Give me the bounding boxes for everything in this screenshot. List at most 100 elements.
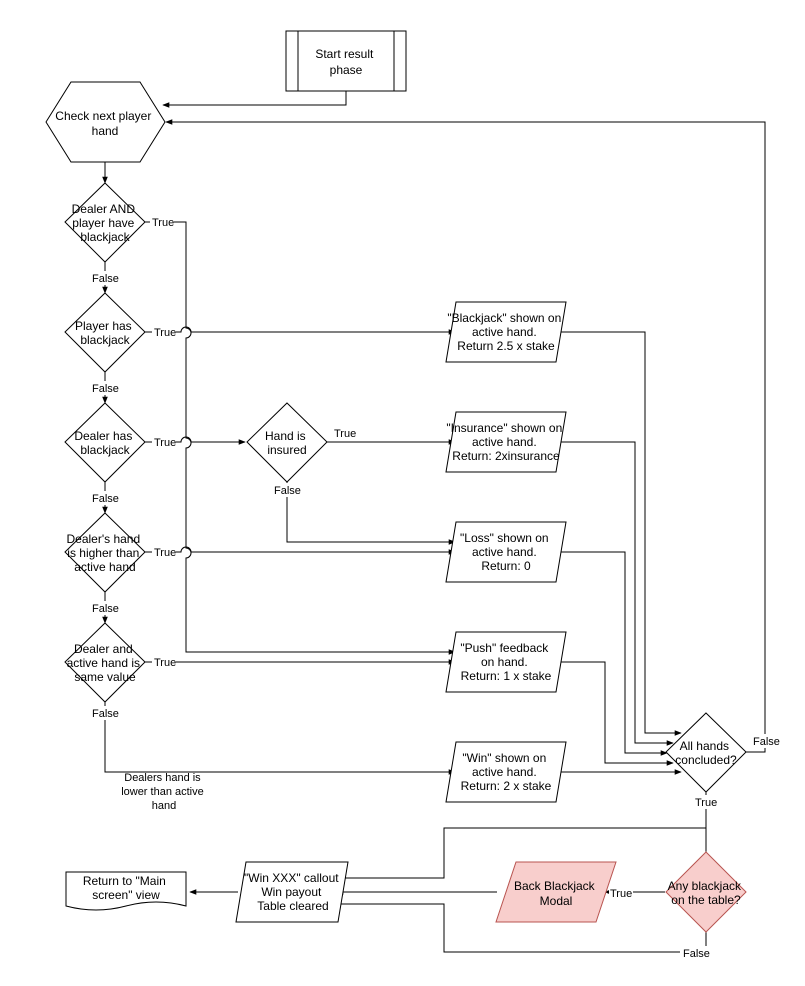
edge-any-false-to-callout [330, 901, 707, 953]
pb-true-label: True [154, 327, 176, 339]
dp-true-label: True [152, 217, 174, 229]
same-value-decision: Dealer and active hand is same value [64, 622, 146, 703]
svg-text:Return to "Main screen": Return to "Main screen" view [83, 874, 169, 902]
win-callout-node: "Win XXX" callout Win payout Table clear… [235, 861, 349, 923]
insurance-output: "Insurance" shown on active hand. Return… [445, 411, 567, 473]
edge-labels: True False True False True False True Fa… [90, 215, 781, 960]
any-blackjack-decision: Any blackjack on the table? [665, 851, 747, 933]
all-false-label: False [753, 736, 780, 748]
edge-insured-false [286, 482, 456, 545]
win-line-2: active hand. [472, 765, 537, 779]
dh-line-1: Dealer's hand [66, 532, 140, 546]
win-line-1: "Win" shown on [462, 751, 546, 765]
dh-false-label: False [92, 603, 119, 615]
db-line-1: Dealer has [74, 429, 132, 443]
check-hand-line-2: hand [92, 124, 119, 138]
svg-text:"Insurance" shown on act: "Insurance" shown on active hand. Return… [446, 421, 565, 463]
sv-line-1: Dealer and [74, 642, 133, 656]
svg-text:All hands concluded?: All hands concluded? [675, 739, 737, 767]
pb-line-1: Player has [75, 319, 132, 333]
svg-text:Dealer AND player have: Dealer AND player have blackjack [72, 202, 139, 244]
edge-start-to-check [162, 91, 347, 108]
dp-line-1: Dealer AND [72, 202, 136, 216]
sv-true-label: True [154, 657, 176, 669]
pb-false-label: False [92, 383, 119, 395]
lower-note-line-2: lower than active [121, 786, 204, 798]
return-main-node: Return to "Main screen" view [65, 871, 187, 911]
player-bj-decision: Player has blackjack [64, 292, 146, 373]
svg-text:"Win XXX" callout Win pa: "Win XXX" callout Win payout Table clear… [244, 871, 342, 913]
inso-line-2: active hand. [472, 435, 537, 449]
svg-text:Dealer and active hand i: Dealer and active hand is same value [67, 642, 144, 684]
start-line-1: Start result [315, 47, 374, 61]
edge-all-true-to-callout [336, 827, 706, 881]
edge-push-to-all [556, 661, 674, 766]
edge-pb-true-to-blackjack [145, 326, 456, 335]
svg-text:Hand is insured: Hand is insured [265, 429, 309, 457]
ins-true-label: True [334, 428, 356, 440]
ins-line-1: Hand is [265, 429, 306, 443]
svg-text:"Win" shown on active ha: "Win" shown on active hand. Return: 2 x … [461, 751, 552, 793]
start-line-2: phase [330, 63, 363, 77]
push-line-3: Return: 1 x stake [461, 669, 552, 683]
return-line-1: Return to "Main [83, 874, 166, 888]
modal-line-2: Modal [540, 894, 573, 908]
dealer-bj-decision: Dealer has blackjack [64, 402, 146, 483]
callout-line-2: Win payout [261, 885, 322, 899]
lower-note-line-3: hand [152, 800, 176, 812]
loss-output: "Loss" shown on active hand. Return: 0 [445, 521, 567, 583]
all-line-1: All hands [680, 739, 729, 753]
edge-blackjack-to-all [556, 331, 682, 736]
hand-insured-decision: Hand is insured [246, 402, 328, 483]
check-hand-line-1: Check next player [55, 109, 151, 123]
svg-text:"Push" feedback on hand.: "Push" feedback on hand. Return: 1 x sta… [460, 641, 551, 683]
dp-false-label: False [92, 273, 119, 285]
all-true-label: True [695, 797, 717, 809]
blackjack-output: "Blackjack" shown on active hand. Return… [445, 301, 567, 363]
any-line-1: Any blackjack [668, 879, 742, 893]
any-false-label: False [683, 948, 710, 960]
modal-line-1: Back Blackjack [514, 879, 596, 893]
dh-true-label: True [154, 547, 176, 559]
check-hand-node: Check next player hand [45, 81, 166, 163]
inso-line-1: "Insurance" shown on [446, 421, 562, 435]
svg-text:Check next player hand: Check next player hand [55, 109, 154, 138]
svg-text:Dealer has blackjack: Dealer has blackjack [74, 429, 135, 457]
bjo-line-3: Return 2.5 x stake [457, 339, 555, 353]
svg-text:Any blackjack on the tab: Any blackjack on the table? [668, 879, 745, 907]
sv-line-2: active hand is [67, 656, 140, 670]
dealer-higher-decision: Dealer's hand is higher than active hand [64, 512, 146, 593]
inso-line-3: Return: 2xinsurance [452, 449, 560, 463]
callout-line-3: Table cleared [257, 899, 328, 913]
pb-line-2: blackjack [80, 333, 130, 347]
dp-line-2: player have [72, 216, 134, 230]
db-true-label: True [154, 437, 176, 449]
ins-line-2: insured [267, 443, 306, 457]
win-output: "Win" shown on active hand. Return: 2 x … [445, 741, 567, 803]
any-true-label: True [610, 888, 632, 900]
edges [102, 91, 766, 953]
push-line-1: "Push" feedback [460, 641, 549, 655]
svg-text:"Blackjack" shown on act: "Blackjack" shown on active hand. Return… [447, 311, 564, 353]
start-node: Start result phase [285, 30, 407, 92]
callout-line-1: "Win XXX" callout [244, 871, 339, 885]
edge-dh-true-to-loss [145, 546, 456, 555]
dh-line-3: active hand [74, 560, 135, 574]
loss-line-1: "Loss" shown on [460, 531, 549, 545]
loss-line-2: active hand. [472, 545, 537, 559]
db-false-label: False [92, 493, 119, 505]
edge-insurance-to-all [556, 441, 674, 746]
lower-note: Dealers hand is lower than active hand [121, 772, 207, 812]
back-blackjack-modal-node: Back Blackjack Modal [495, 861, 617, 923]
dealer-and-player-bj-decision: Dealer AND player have blackjack [64, 182, 146, 263]
edge-all-false-loop [165, 119, 766, 753]
svg-text:Dealer's hand is higher: Dealer's hand is higher than active hand [66, 532, 143, 574]
push-output: "Push" feedback on hand. Return: 1 x sta… [445, 631, 567, 693]
svg-text:Start result phase: Start result phase [315, 47, 376, 77]
bjo-line-2: active hand. [472, 325, 537, 339]
any-line-2: on the table? [671, 893, 741, 907]
sv-false-label: False [92, 708, 119, 720]
ins-false-label: False [274, 485, 301, 497]
sv-line-3: same value [74, 670, 136, 684]
